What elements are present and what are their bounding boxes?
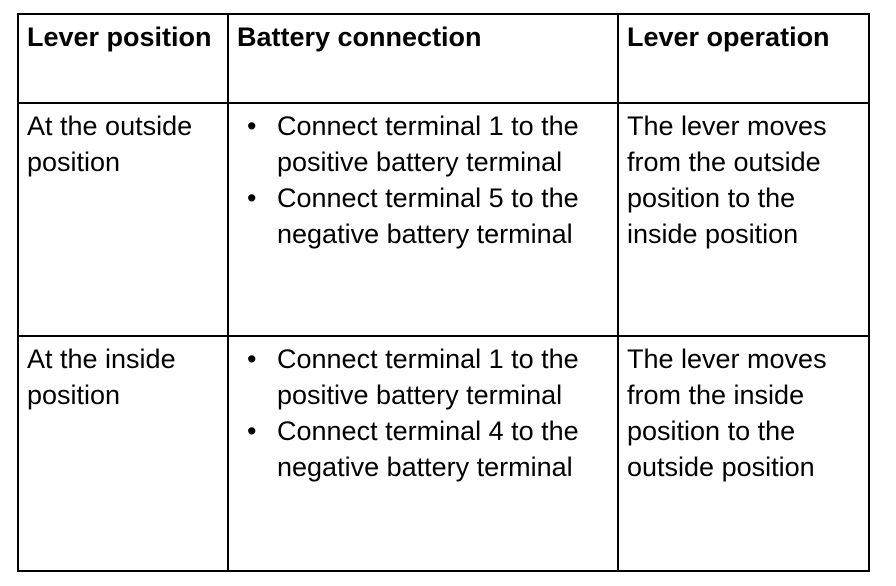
cell-lever-position: At the inside position xyxy=(17,335,229,572)
cell-lever-operation: The lever moves from the outside positio… xyxy=(617,102,870,337)
lever-operation-table: Lever position Battery connection Lever … xyxy=(17,13,870,572)
list-item: • Connect terminal 4 to the negative bat… xyxy=(247,413,611,485)
battery-connection-step: Connect terminal 5 to the negative batte… xyxy=(277,183,579,249)
cell-battery-connection: • Connect terminal 1 to the positive bat… xyxy=(227,335,619,572)
cell-lever-operation: The lever moves from the inside position… xyxy=(617,335,870,572)
table-header-row: Lever position Battery connection Lever … xyxy=(17,13,870,104)
bullet-icon: • xyxy=(247,416,257,446)
list-item: • Connect terminal 5 to the negative bat… xyxy=(247,180,611,252)
bullet-icon: • xyxy=(247,183,257,213)
header-battery-connection: Battery connection xyxy=(227,13,619,104)
battery-connection-step: Connect terminal 1 to the positive batte… xyxy=(277,344,579,410)
bullet-icon: • xyxy=(247,111,257,141)
header-lever-operation: Lever operation xyxy=(617,13,870,104)
bullet-icon: • xyxy=(247,344,257,374)
header-lever-position: Lever position xyxy=(17,13,229,104)
lever-position-text: At the outside position xyxy=(27,111,193,177)
lever-operation-text: The lever moves from the inside position… xyxy=(627,344,827,482)
list-item: • Connect terminal 1 to the positive bat… xyxy=(247,108,611,180)
battery-connection-list: • Connect terminal 1 to the positive bat… xyxy=(237,108,611,252)
battery-connection-step: Connect terminal 4 to the negative batte… xyxy=(277,416,579,482)
table-row: At the outside position • Connect termin… xyxy=(17,102,870,337)
list-item: • Connect terminal 1 to the positive bat… xyxy=(247,341,611,413)
battery-connection-step: Connect terminal 1 to the positive batte… xyxy=(277,111,579,177)
cell-lever-position: At the outside position xyxy=(17,102,229,337)
battery-connection-list: • Connect terminal 1 to the positive bat… xyxy=(237,341,611,485)
cell-battery-connection: • Connect terminal 1 to the positive bat… xyxy=(227,102,619,337)
lever-position-text: At the inside position xyxy=(27,344,176,410)
table-row: At the inside position • Connect termina… xyxy=(17,335,870,572)
lever-operation-text: The lever moves from the outside positio… xyxy=(627,111,827,249)
